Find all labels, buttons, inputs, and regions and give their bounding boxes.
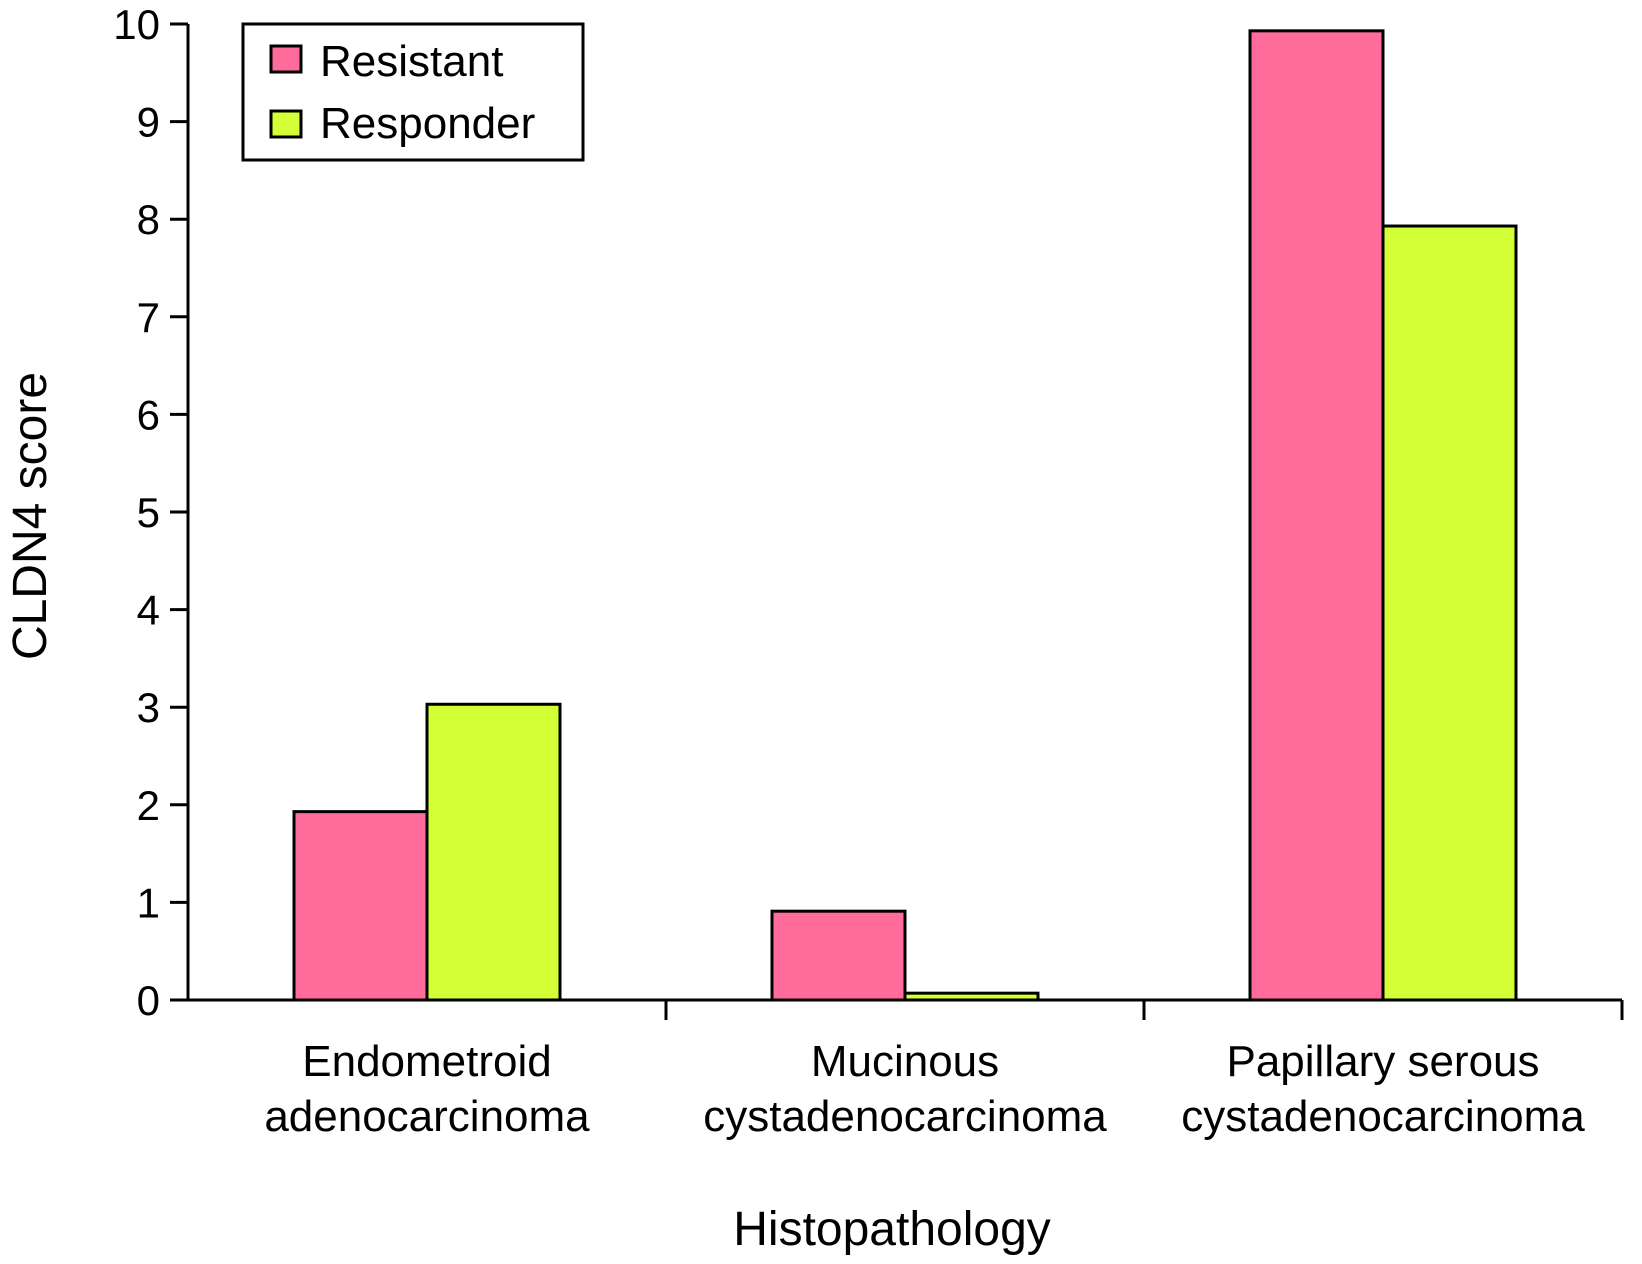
bar-resistant-1 xyxy=(770,909,907,1002)
bar-responder-0 xyxy=(425,702,562,1002)
legend-label-resistant: Resistant xyxy=(320,37,503,86)
y-tick-label-9: 9 xyxy=(137,99,160,146)
y-tick-label-3: 3 xyxy=(137,684,160,731)
y-tick-label-6: 6 xyxy=(137,391,160,438)
legend-swatch-responder xyxy=(269,109,303,139)
y-tick-label-8: 8 xyxy=(137,196,160,243)
axes-layer xyxy=(170,22,1624,1020)
y-tick-label-5: 5 xyxy=(137,489,160,536)
y-tick-label-1: 1 xyxy=(137,879,160,926)
bar-resistant-2 xyxy=(1248,29,1385,1002)
y-tick-label-2: 2 xyxy=(137,782,160,829)
legend-swatch-resistant xyxy=(269,44,303,74)
legend-label-responder: Responder xyxy=(320,99,535,148)
x-axis-title: Histopathology xyxy=(733,1203,1051,1256)
y-tick-label-7: 7 xyxy=(137,294,160,341)
bars-layer xyxy=(292,29,1518,1002)
y-tick-label-4: 4 xyxy=(137,587,160,634)
bar-responder-2 xyxy=(1381,224,1518,1002)
y-tick-label-10: 10 xyxy=(113,1,160,48)
bar-resistant-0 xyxy=(292,810,429,1002)
y-axis-title: CLDN4 score xyxy=(4,372,57,660)
y-tick-label-0: 0 xyxy=(137,977,160,1024)
legend: Resistant Responder xyxy=(241,22,585,162)
